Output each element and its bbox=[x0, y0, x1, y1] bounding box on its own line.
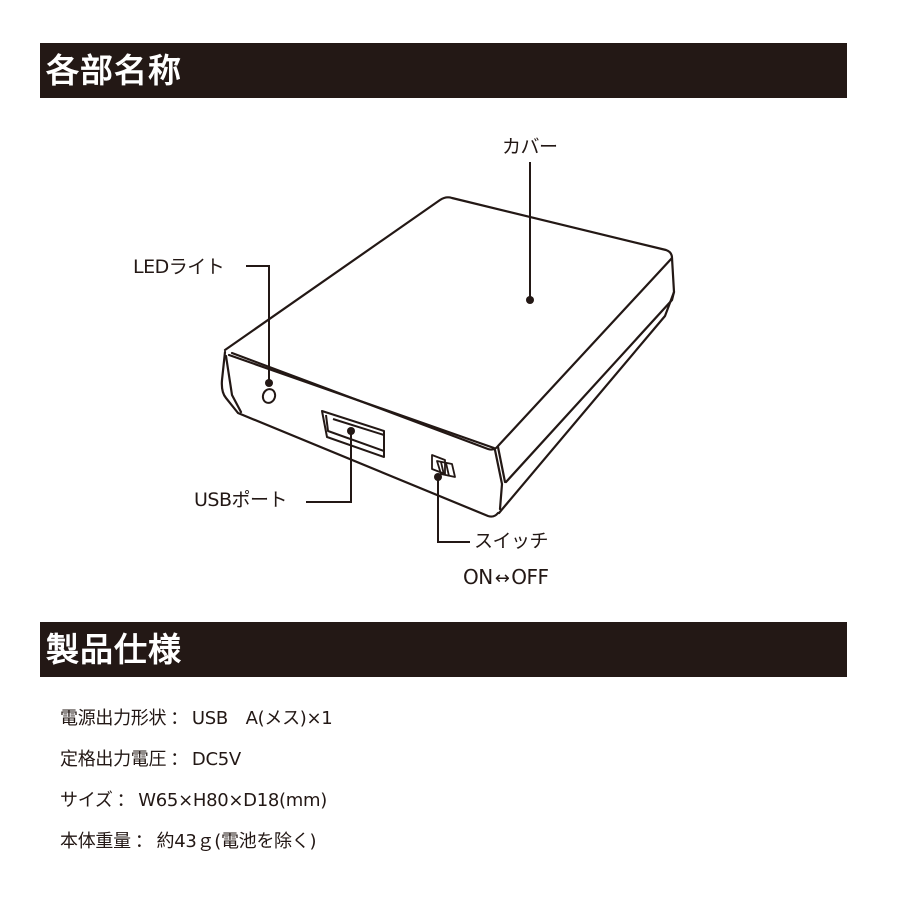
section-header-spec: 製品仕様 bbox=[40, 622, 847, 677]
spec-value: USB A(メス)×1 bbox=[191, 708, 333, 729]
leader-dot-usb bbox=[347, 427, 355, 435]
callout-cover: カバー bbox=[502, 136, 558, 158]
switch-on-label: ON bbox=[463, 565, 493, 589]
spec-value: DC5V bbox=[191, 749, 241, 770]
switch-off-label: OFF bbox=[511, 565, 549, 589]
spec-value: 約43ｇ(電池を除く) bbox=[156, 831, 317, 852]
callout-led-light: LEDライト bbox=[133, 256, 225, 278]
spec-row-size: サイズ：W65×H80×D18(mm) bbox=[60, 788, 332, 829]
section-header-parts: 各部名称 bbox=[40, 43, 847, 98]
switch-icon bbox=[431, 454, 456, 478]
double-arrow-icon: ↔ bbox=[494, 568, 510, 589]
device-front-face bbox=[220, 350, 500, 518]
spec-label: 本体重量 bbox=[60, 831, 131, 852]
spec-separator: ： bbox=[134, 831, 153, 852]
usb-port-icon bbox=[321, 410, 385, 458]
section-title-spec: 製品仕様 bbox=[46, 630, 182, 669]
spec-separator: ： bbox=[170, 708, 188, 729]
callout-switch: スイッチ bbox=[474, 530, 549, 552]
led-light-icon bbox=[261, 388, 277, 404]
leader-usb bbox=[306, 431, 352, 503]
spec-value: W65×H80×D18(mm) bbox=[138, 790, 327, 811]
leader-switch bbox=[437, 478, 470, 543]
spec-separator: ： bbox=[116, 790, 135, 811]
leader-dot-switch bbox=[434, 473, 442, 481]
spec-label: サイズ bbox=[60, 790, 113, 811]
leader-led bbox=[246, 265, 270, 383]
spec-row-output-type: 電源出力形状：USB A(メス)×1 bbox=[60, 706, 333, 747]
device-right-face bbox=[504, 256, 676, 484]
spec-label: 電源出力形状 bbox=[60, 708, 167, 729]
spec-row-rated-voltage: 定格出力電圧：DC5V bbox=[60, 747, 332, 788]
leader-dot-led bbox=[265, 379, 273, 387]
callout-usb-port: USBポート bbox=[194, 489, 288, 511]
spec-list: 電源出力形状：USB A(メス)×1 定格出力電圧：DC5V サイズ：W65×H… bbox=[60, 706, 333, 870]
spec-row-weight: 本体重量：約43ｇ(電池を除く) bbox=[60, 829, 332, 870]
leader-dot-cover bbox=[526, 296, 534, 304]
section-title-parts: 各部名称 bbox=[46, 51, 182, 90]
spec-label: 定格出力電圧 bbox=[60, 749, 167, 770]
spec-separator: ： bbox=[170, 749, 188, 770]
device-top-face bbox=[223, 196, 674, 451]
callout-switch-positions: ON↔OFF bbox=[463, 567, 549, 588]
